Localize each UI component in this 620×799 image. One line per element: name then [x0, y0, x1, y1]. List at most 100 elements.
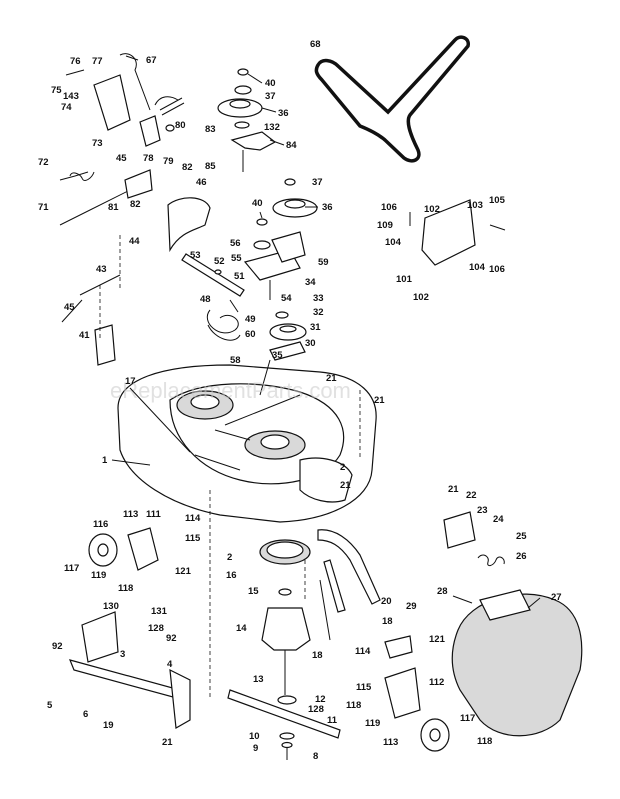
callout-102-upper: 102	[424, 204, 440, 215]
callout-116: 116	[93, 519, 108, 530]
callout-30: 30	[305, 338, 316, 349]
callout-117-left: 117	[64, 563, 79, 574]
callout-83: 83	[205, 124, 216, 135]
callout-121-right: 121	[429, 634, 446, 645]
callout-31: 31	[310, 322, 321, 333]
callout-18-center: 18	[312, 650, 323, 661]
callout-labels: 76 77 67 75 143 74 73 80 78 79 82 72 45 …	[38, 39, 562, 762]
callout-51: 51	[234, 271, 245, 282]
callout-21-upper: 21	[326, 373, 337, 384]
callout-12: 12	[315, 694, 326, 705]
callout-46: 46	[196, 177, 207, 188]
callout-25: 25	[516, 531, 527, 542]
callout-3: 3	[120, 649, 125, 660]
callout-21-mid: 21	[340, 480, 351, 491]
lift-linkage	[59, 53, 211, 366]
callout-84: 84	[286, 140, 297, 151]
callout-119-left: 119	[91, 570, 106, 581]
callout-113-left: 113	[123, 509, 138, 520]
callout-101: 101	[396, 274, 413, 285]
callout-13: 13	[253, 674, 264, 685]
callout-85: 85	[205, 161, 216, 172]
callout-75: 75	[51, 85, 62, 96]
callout-104-left: 104	[385, 237, 402, 248]
upper-idler-assembly	[217, 68, 318, 250]
callout-68: 68	[310, 39, 321, 50]
callout-43: 43	[96, 264, 107, 275]
callout-102-lower: 102	[413, 292, 429, 303]
callout-15: 15	[248, 586, 259, 597]
callout-21-cover: 21	[448, 484, 459, 495]
callout-130: 130	[103, 601, 119, 612]
callout-103: 103	[467, 200, 483, 211]
chute-deflector-assembly	[409, 199, 506, 266]
callout-78: 78	[143, 153, 154, 164]
callout-44: 44	[129, 236, 140, 247]
callout-128-center: 128	[308, 704, 324, 715]
callout-58: 58	[230, 355, 241, 366]
callout-21-lower-left: 21	[162, 737, 173, 748]
callout-36-lower: 36	[322, 202, 333, 213]
callout-22: 22	[466, 490, 477, 501]
callout-67: 67	[146, 55, 157, 66]
callout-1: 1	[102, 455, 108, 466]
callout-9: 9	[253, 743, 258, 754]
callout-92-right: 92	[166, 633, 177, 644]
callout-49: 49	[245, 314, 256, 325]
callout-118-mid: 118	[346, 700, 361, 711]
callout-56: 56	[230, 238, 241, 249]
mulch-cover-assembly	[443, 511, 583, 737]
callout-105: 105	[489, 195, 506, 206]
callout-37-lower: 37	[312, 177, 323, 188]
callout-82-lower: 82	[130, 199, 141, 210]
callout-72: 72	[38, 157, 49, 168]
callout-114-right: 114	[355, 646, 371, 657]
callout-18-right: 18	[382, 616, 393, 627]
callout-117-right: 117	[460, 713, 475, 724]
callout-118-right: 118	[477, 736, 492, 747]
callout-37-upper: 37	[265, 91, 276, 102]
callout-119-right: 119	[365, 718, 380, 729]
callout-82-upper: 82	[182, 162, 193, 173]
callout-16: 16	[226, 570, 237, 581]
mower-deck	[117, 364, 377, 523]
callout-14: 14	[236, 623, 247, 634]
callout-113-right: 113	[383, 737, 398, 748]
callout-45-upper: 45	[116, 153, 127, 164]
rear-right-wheel-assembly	[384, 635, 450, 752]
callout-32: 32	[313, 307, 324, 318]
callout-34: 34	[305, 277, 316, 288]
callout-52: 52	[214, 256, 225, 267]
callout-48: 48	[200, 294, 211, 305]
callout-106-right: 106	[489, 264, 505, 275]
callout-80: 80	[175, 120, 186, 131]
callout-143: 143	[63, 91, 79, 102]
callout-109: 109	[377, 220, 393, 231]
callout-55: 55	[231, 253, 242, 264]
callout-115-right: 115	[356, 682, 372, 693]
spindle-and-blade	[227, 539, 341, 760]
callout-24: 24	[493, 514, 504, 525]
front-left-wheel-assembly	[68, 527, 191, 729]
callout-128-left: 128	[148, 623, 164, 634]
callout-5: 5	[47, 700, 53, 711]
callout-45-lower: 45	[64, 302, 75, 313]
callout-114-left: 114	[185, 513, 201, 524]
callout-41: 41	[79, 330, 90, 341]
callout-54: 54	[281, 293, 292, 304]
leader-lines	[111, 55, 541, 609]
drive-belt	[314, 35, 470, 163]
idler-bracket-assembly	[243, 231, 307, 396]
callout-76: 76	[70, 56, 81, 67]
callout-40-lower: 40	[252, 198, 263, 209]
callout-79: 79	[163, 156, 174, 167]
callout-11: 11	[327, 715, 338, 726]
callout-10: 10	[249, 731, 260, 742]
callout-6: 6	[83, 709, 88, 720]
callout-81: 81	[108, 202, 119, 213]
callout-4: 4	[167, 659, 173, 670]
callout-131: 131	[151, 606, 168, 617]
callout-17: 17	[125, 376, 136, 387]
